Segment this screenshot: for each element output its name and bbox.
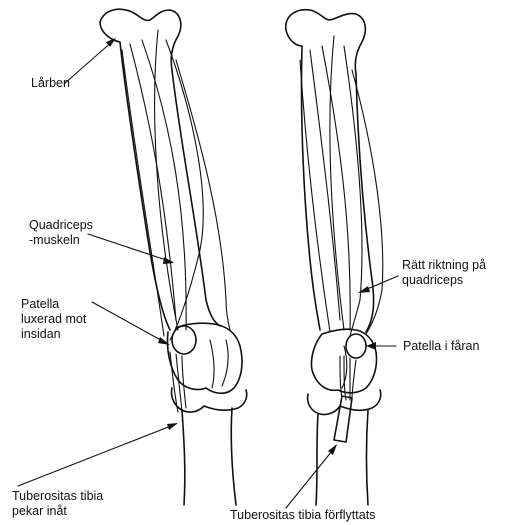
label-ratt-line1: Rätt riktning på [402, 258, 486, 273]
label-patella-faran-text: Patella i fåran [403, 339, 479, 354]
label-patella-line3: insidan [21, 327, 86, 342]
label-patella-line1: Patella [21, 297, 86, 312]
left-leg [100, 9, 247, 505]
label-patella-groove: Patella i fåran [403, 339, 479, 354]
right-quadriceps [310, 50, 340, 320]
right-leg [286, 10, 383, 505]
left-femur-shaft [100, 22, 170, 330]
left-patella [172, 326, 196, 354]
label-ratt-line2: quadriceps [402, 273, 486, 288]
right-tibia [308, 390, 381, 415]
label-tub-left-line2: pekar inåt [12, 504, 103, 519]
label-tub-right-text: Tuberositas tibia förflyttats [230, 508, 375, 523]
label-patella-line2: luxerad mot [21, 312, 86, 327]
left-tibia [171, 388, 246, 412]
right-femur-shaft [286, 30, 320, 330]
label-tub-left-line1: Tuberositas tibia [12, 489, 103, 504]
label-quadriceps-line1: Quadriceps [29, 218, 93, 233]
label-tuberosity-inward: Tuberositas tibia pekar inåt [12, 489, 103, 519]
pointer-arrows [18, 38, 398, 508]
label-correct-direction: Rätt riktning på quadriceps [402, 258, 486, 288]
label-tuberosity-moved: Tuberositas tibia förflyttats [230, 508, 375, 523]
label-femur: Lårben [31, 76, 70, 91]
label-femur-text: Lårben [31, 76, 70, 91]
label-quadriceps-line2: -muskeln [29, 233, 93, 248]
right-tibial-tuberosity [334, 396, 352, 442]
right-patella [346, 334, 366, 358]
label-patella-luxated: Patella luxerad mot insidan [21, 297, 86, 342]
label-quadriceps: Quadriceps -muskeln [29, 218, 93, 248]
